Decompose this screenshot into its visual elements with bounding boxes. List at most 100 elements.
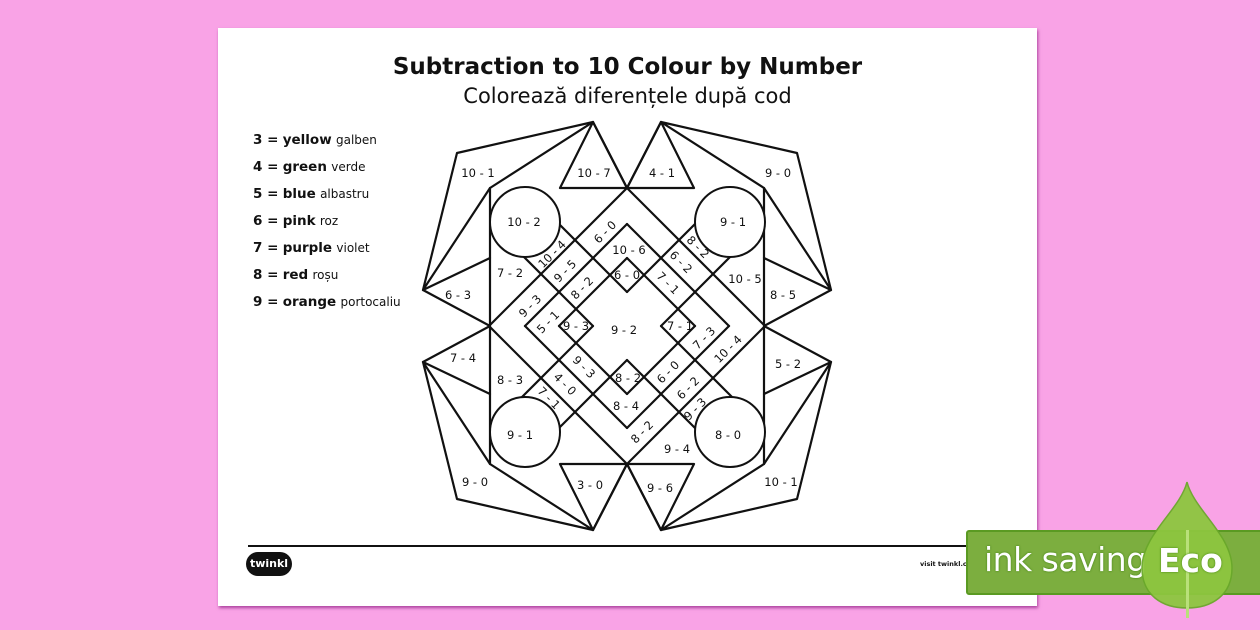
key-row: 5 = blue albastru	[253, 186, 401, 213]
section-label: 9 - 0	[765, 166, 791, 180]
section-label: 9 - 3	[563, 319, 589, 333]
design-line	[591, 462, 629, 532]
diamond-edge	[625, 256, 697, 328]
circle-section	[694, 186, 766, 258]
diamond-edge	[557, 324, 629, 396]
design-line	[591, 120, 629, 190]
section-label: 9 - 2	[611, 323, 637, 337]
design-line	[625, 120, 663, 190]
key-romanian: roz	[319, 214, 339, 228]
section-label: 6 - 3	[445, 288, 471, 302]
key-romanian: portocaliu	[340, 295, 401, 309]
center-triangle	[625, 462, 696, 532]
small-diamond-edge	[608, 358, 629, 379]
key-colour: orange	[282, 294, 337, 310]
section-label: 7 - 1	[654, 269, 682, 297]
worksheet-page: Subtraction to 10 Colour by Number Color…	[218, 28, 1037, 606]
section-label: 6 - 0	[614, 268, 640, 282]
diamond-edge	[625, 186, 767, 328]
diamond-edge	[625, 324, 767, 466]
key-row: 9 = orange portocaliu	[253, 294, 401, 321]
small-diamond-edge	[625, 358, 646, 379]
section-label: 10 - 6	[612, 243, 645, 257]
center-triangle	[558, 462, 629, 532]
design-line	[625, 462, 663, 532]
small-diamond-edge	[608, 273, 629, 294]
small-diamond-edge	[574, 324, 595, 345]
footer-divider	[248, 545, 1037, 547]
diamond-edge	[487, 186, 629, 328]
section-label: 4 - 1	[649, 166, 675, 180]
section-label: 10 - 5	[728, 272, 761, 286]
key-number: 4 =	[253, 159, 279, 175]
worksheet-subtitle: Colorează diferențele după cod	[463, 84, 792, 108]
colour-key: 3 = yellow galben 4 = green verde 5 = bl…	[253, 132, 401, 321]
diamond-edge	[625, 222, 731, 328]
key-row: 7 = purple violet	[253, 240, 401, 267]
small-diamond-edge	[659, 324, 680, 345]
section-label: 8 - 3	[497, 373, 523, 387]
twinkl-logo: twinkl	[246, 552, 292, 576]
section-label: 6 - 0	[591, 218, 619, 246]
section-label: 8 - 5	[770, 288, 796, 302]
eco-badge: Eco	[1158, 541, 1223, 580]
circle-section	[489, 396, 561, 468]
section-label: 10 - 7	[577, 166, 610, 180]
key-romanian: roșu	[312, 268, 339, 282]
section-label: 9 - 0	[462, 475, 488, 489]
key-number: 5 =	[253, 186, 279, 202]
key-number: 7 =	[253, 240, 279, 256]
circle-section	[694, 396, 766, 468]
section-label: 3 - 0	[577, 478, 603, 492]
section-label: 8 - 0	[715, 428, 741, 442]
key-number: 8 =	[253, 267, 279, 283]
side-triangle	[421, 256, 492, 328]
section-label: 5 - 2	[775, 357, 801, 371]
key-colour: yellow	[282, 132, 332, 148]
section-label: 10 - 1	[764, 475, 797, 489]
key-colour: pink	[282, 213, 316, 229]
circle-section	[489, 186, 561, 258]
side-triangle	[762, 256, 833, 328]
key-colour: green	[282, 159, 327, 175]
key-romanian: violet	[336, 241, 370, 255]
side-triangle	[421, 324, 492, 396]
section-label: 7 - 4	[450, 351, 476, 365]
key-row: 8 = red roșu	[253, 267, 401, 294]
section-label: 10 - 1	[461, 166, 494, 180]
key-number: 3 =	[253, 132, 279, 148]
key-colour: purple	[282, 240, 333, 256]
section-label: 10 - 2	[507, 215, 540, 229]
section-label: 7 - 2	[497, 266, 523, 280]
diamond-edge	[625, 324, 697, 396]
leaf-icon	[1141, 481, 1233, 618]
section-label: 8 - 4	[613, 399, 639, 413]
key-row: 6 = pink roz	[253, 213, 401, 240]
diamond-edge	[523, 222, 629, 328]
key-romanian: verde	[331, 160, 366, 174]
section-label: 9 - 3	[570, 353, 598, 381]
section-label: 9 - 1	[507, 428, 533, 442]
diamond-edge	[625, 324, 731, 430]
key-number: 9 =	[253, 294, 279, 310]
section-label: 9 - 4	[664, 442, 690, 456]
section-label: 8 - 2	[615, 371, 641, 385]
diamond-edge	[523, 324, 629, 430]
small-diamond-edge	[659, 307, 680, 328]
key-romanian: galben	[335, 133, 377, 147]
diamond-edge	[487, 324, 629, 466]
section-label: 9 - 6	[647, 481, 673, 495]
ink-saving-label: ink saving	[984, 540, 1147, 579]
worksheet-title: Subtraction to 10 Colour by Number	[392, 54, 863, 80]
key-row: 3 = yellow galben	[253, 132, 401, 159]
visit-link[interactable]: visit twinkl.co	[920, 560, 972, 568]
key-romanian: albastru	[320, 187, 370, 201]
section-label: 7 - 1	[667, 319, 693, 333]
key-number: 6 =	[253, 213, 279, 229]
diamond-edge	[557, 256, 629, 328]
side-triangle	[762, 324, 833, 396]
small-diamond-edge	[625, 273, 646, 294]
section-label: 9 - 1	[720, 215, 746, 229]
small-diamond-edge	[574, 307, 595, 328]
